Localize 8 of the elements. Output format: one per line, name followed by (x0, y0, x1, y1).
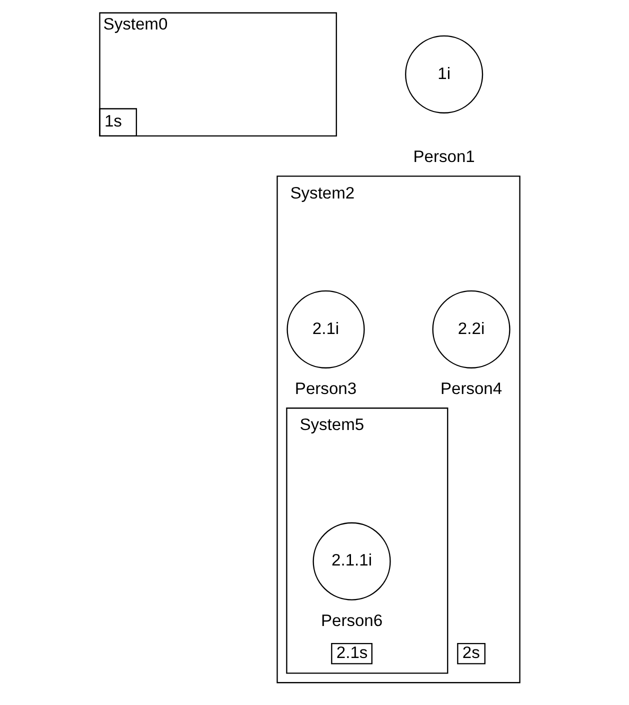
node-circle: 2.2i (432, 290, 510, 368)
node-label: Person3 (294, 379, 357, 398)
node-circle: 1i (405, 35, 484, 114)
node-label: Person6 (320, 611, 383, 630)
node-label: Person1 (413, 147, 475, 166)
node-circle: 2.1.1i (312, 522, 391, 600)
node-label: Person4 (440, 379, 502, 398)
node-circle: 2.1i (286, 290, 365, 368)
